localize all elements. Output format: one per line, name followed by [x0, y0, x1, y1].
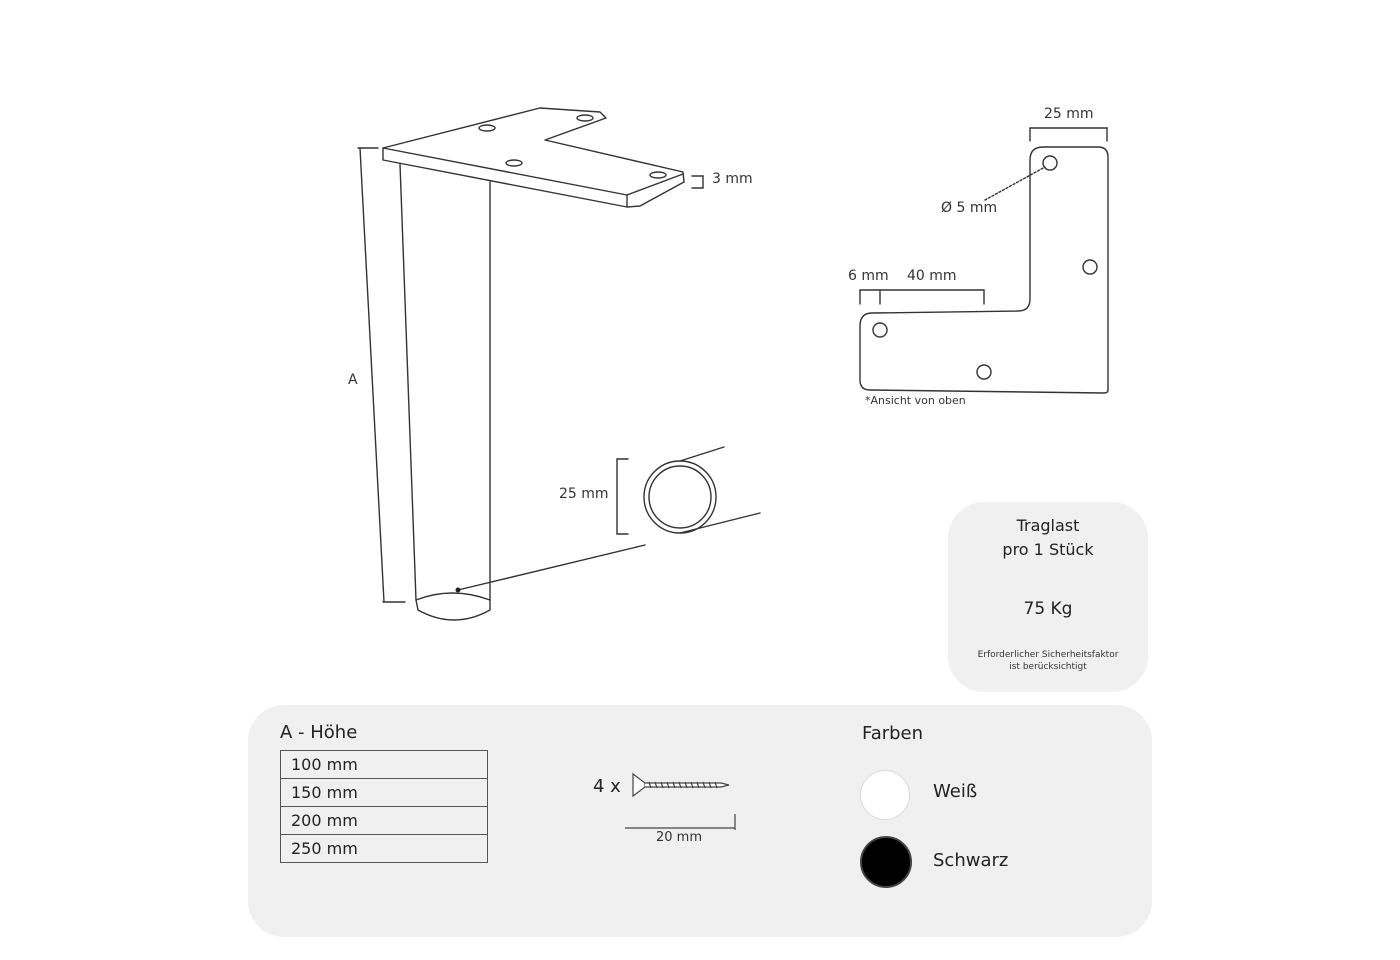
hole-spacing-label: 40 mm: [907, 268, 957, 284]
color-name-white: Weiß: [933, 781, 978, 802]
thickness-bracket: [691, 175, 704, 189]
screw-quantity: 4 x: [593, 776, 621, 797]
load-capacity-card: [948, 502, 1148, 692]
tube-diameter-label: 25 mm: [559, 486, 609, 502]
tube-cross-section: [457, 446, 761, 591]
load-note-line1: Erforderlicher Sicherheitsfaktor: [977, 650, 1119, 660]
color-name-black: Schwarz: [933, 850, 1009, 871]
top-view-plate: [859, 127, 1109, 394]
colors-title: Farben: [862, 723, 924, 744]
heights-title: A - Höhe: [280, 722, 358, 743]
screw-icon: [625, 772, 736, 830]
height-option: 250 mm: [280, 834, 488, 863]
height-option: 100 mm: [280, 750, 488, 779]
screw-length: 20 mm: [656, 830, 703, 845]
load-note-line2: ist berücksichtigt: [1009, 662, 1087, 672]
mounting-plate-3d: [382, 107, 685, 208]
table-row: 250 mm: [280, 834, 488, 863]
table-row: 150 mm: [280, 778, 488, 807]
height-option: 150 mm: [280, 778, 488, 807]
height-dimension-a: [357, 147, 406, 603]
table-row: 100 mm: [280, 750, 488, 779]
load-title-line1: Traglast: [1016, 516, 1080, 535]
height-option: 200 mm: [280, 806, 488, 835]
color-swatch-black[interactable]: [860, 836, 912, 888]
load-value: 75 Kg: [1023, 599, 1073, 619]
table-row: 200 mm: [280, 806, 488, 835]
height-label: A: [348, 372, 358, 388]
color-swatch-white[interactable]: [860, 770, 910, 820]
hole-diameter-label: Ø 5 mm: [941, 200, 998, 216]
top-view-note: *Ansicht von oben: [865, 394, 966, 407]
height-options-table: 100 mm 150 mm 200 mm 250 mm: [280, 750, 488, 863]
plate-width-label: 25 mm: [1044, 106, 1094, 122]
load-title-line2: pro 1 Stück: [1002, 540, 1094, 559]
leg-tube: [399, 163, 491, 621]
plate-thickness-label: 3 mm: [712, 171, 753, 187]
hole-offset-label: 6 mm: [848, 268, 889, 284]
